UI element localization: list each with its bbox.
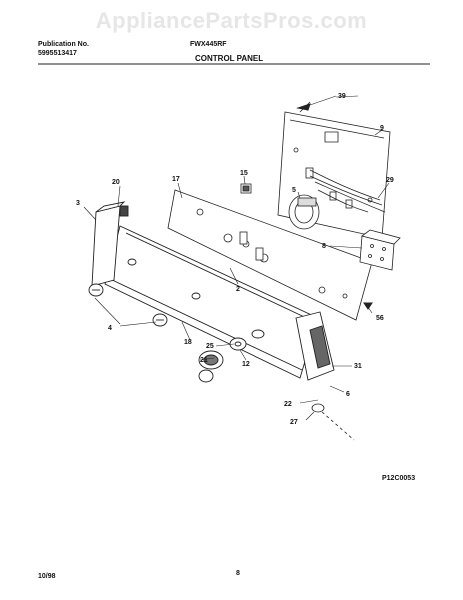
knob-4a	[88, 283, 104, 297]
leader-lines	[83, 95, 390, 421]
publication-number: 5995513417	[38, 50, 77, 57]
callout-31: 31	[354, 363, 362, 370]
knob-4b	[152, 313, 168, 327]
callout-56: 56	[376, 315, 384, 322]
callout-12: 12	[242, 361, 250, 368]
callout-25: 25	[206, 343, 214, 350]
callout-5: 5	[292, 187, 296, 194]
diagram-code: P12C0053	[382, 475, 416, 482]
timer-knob-21	[198, 350, 224, 370]
timer-dial-25	[229, 337, 247, 351]
callout-8: 8	[322, 243, 326, 250]
callout-6: 6	[346, 391, 350, 398]
callout-18: 18	[184, 339, 192, 346]
control-module-8	[359, 229, 401, 271]
part-22-27	[311, 403, 355, 441]
console-back-panel	[167, 189, 373, 321]
callout-3: 3	[76, 200, 80, 207]
publication-label: Publication No.	[38, 41, 89, 48]
screw-56	[363, 302, 373, 310]
wire-harness	[305, 167, 386, 213]
footer-date: 10/98	[38, 573, 56, 580]
callout-2: 2	[236, 286, 240, 293]
callout-39: 39	[338, 93, 346, 100]
callout-27: 27	[290, 419, 298, 426]
site-watermark: AppliancePartsPros.com	[95, 8, 368, 33]
callout-21: 21	[200, 357, 208, 364]
callout-15: 15	[240, 170, 248, 177]
right-end-cap	[295, 311, 335, 381]
callout-4: 4	[108, 325, 112, 332]
knob-skirt	[198, 369, 214, 383]
callout-9: 9	[380, 125, 384, 132]
callout-20: 20	[112, 179, 120, 186]
footer-page-number: 8	[236, 570, 240, 577]
selector-switch-5	[288, 194, 320, 230]
model-number: FWX445RF	[190, 41, 227, 48]
left-end-cap	[91, 201, 129, 287]
callout-29: 29	[386, 177, 394, 184]
callout-17: 17	[172, 176, 180, 183]
section-title: CONTROL PANEL	[195, 54, 264, 63]
callout-22: 22	[284, 401, 292, 408]
callout-labels: 39 9 29 15 5 17 20 3 8 2 56 4 18 25 21 1…	[76, 93, 394, 426]
screw-39	[296, 95, 337, 111]
switch-15	[240, 183, 252, 194]
